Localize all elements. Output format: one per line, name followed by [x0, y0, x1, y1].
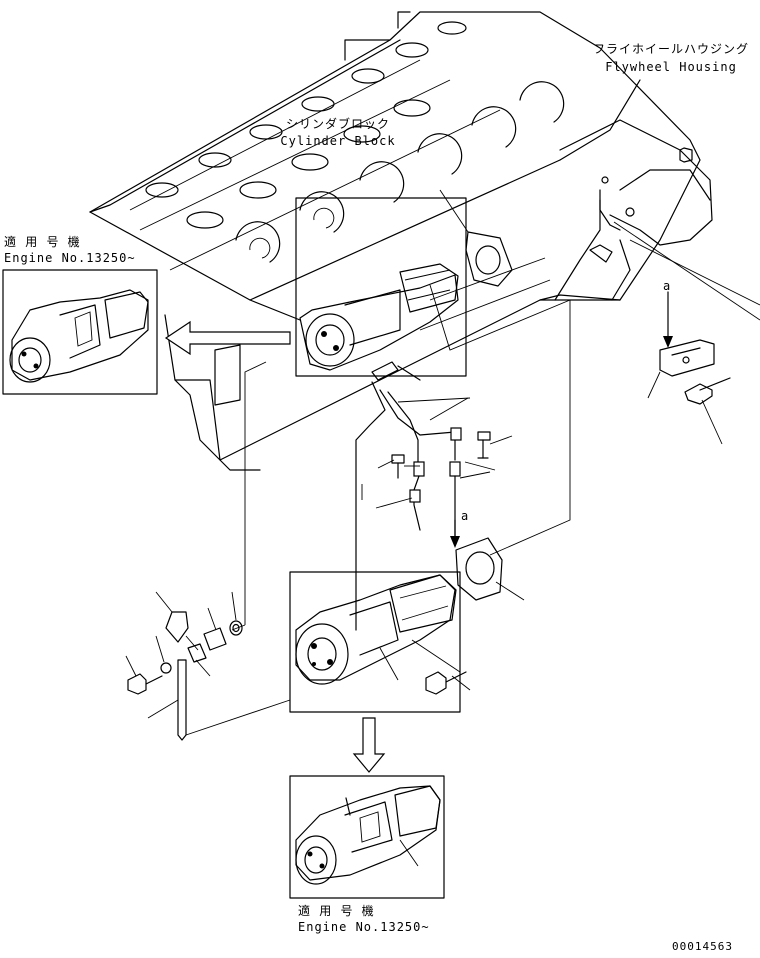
starter-mount-bolt — [425, 671, 471, 695]
loose-parts — [125, 591, 291, 741]
reference-a-top: a — [663, 279, 672, 293]
cylinder-block-label-en: Cylinder Block — [280, 134, 396, 148]
applicable-model-top-label-jp: 適 用 号 機 — [4, 235, 81, 249]
cylinder-block-label-jp: シリンダブロック — [285, 117, 390, 131]
harness-bolts — [375, 431, 513, 509]
gasket-middle — [450, 519, 525, 601]
applicable-model-box-top — [2, 269, 158, 395]
cylinder-block — [89, 11, 701, 471]
bracket-assembly — [647, 291, 731, 445]
starter-box-middle — [289, 571, 461, 713]
applicable-model-bottom-label-jp: 適 用 号 機 — [298, 904, 375, 918]
starter-detail-box — [295, 197, 467, 381]
flywheel-housing-label-en: Flywheel Housing — [605, 60, 737, 74]
reference-a-middle: a — [461, 509, 470, 523]
leader-lines-upper — [231, 221, 760, 631]
applicable-model-bottom-label-en: Engine No.13250~ — [298, 920, 430, 934]
drawing-number: 00014563 — [672, 940, 733, 953]
applicable-model-box-bottom — [289, 775, 445, 899]
arrow-left — [164, 320, 291, 356]
flywheel-housing-label-jp: フライホイールハウジング — [592, 42, 749, 56]
gasket-top — [439, 189, 513, 287]
wiring-harness — [355, 381, 496, 631]
arrow-down — [352, 717, 386, 773]
applicable-model-top-label-en: Engine No.13250~ — [4, 251, 136, 265]
flywheel-housing — [554, 119, 713, 301]
